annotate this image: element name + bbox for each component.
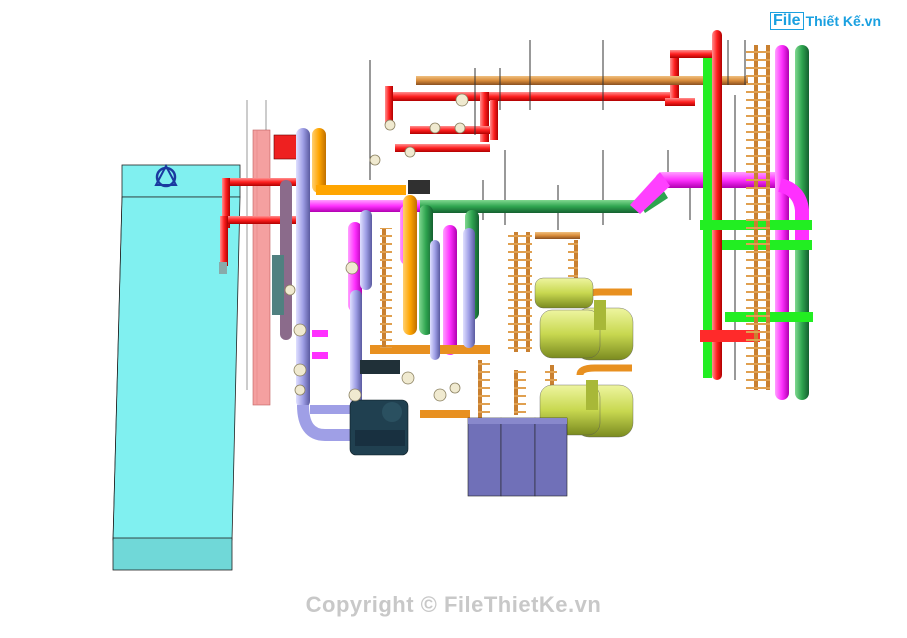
top-red-pipes	[385, 50, 715, 152]
lavender-pipes	[280, 128, 475, 441]
brown-branch-pipe	[535, 232, 580, 239]
chiller-units	[534, 277, 634, 438]
logo-name-text: Thiết Kế.vn	[805, 13, 882, 29]
logo-file-text: File	[770, 12, 804, 30]
copyright-watermark: Copyright © FileThietKe.vn	[305, 592, 602, 617]
site-logo: File Thiết Kế.vn	[770, 12, 881, 30]
pump-icon	[349, 399, 409, 456]
filter-vessel	[272, 255, 284, 315]
tank-logo-icon	[154, 163, 178, 188]
red-equipment-box	[273, 134, 299, 160]
electrical-panels	[467, 417, 568, 497]
red-tank-pipes	[219, 178, 308, 274]
storage-tank	[112, 164, 241, 571]
pink-riser-column	[246, 100, 271, 406]
valve-fittings	[284, 93, 469, 402]
valve-actuator	[408, 180, 430, 194]
brown-header-pipe	[416, 76, 748, 85]
pump-base	[360, 360, 400, 374]
